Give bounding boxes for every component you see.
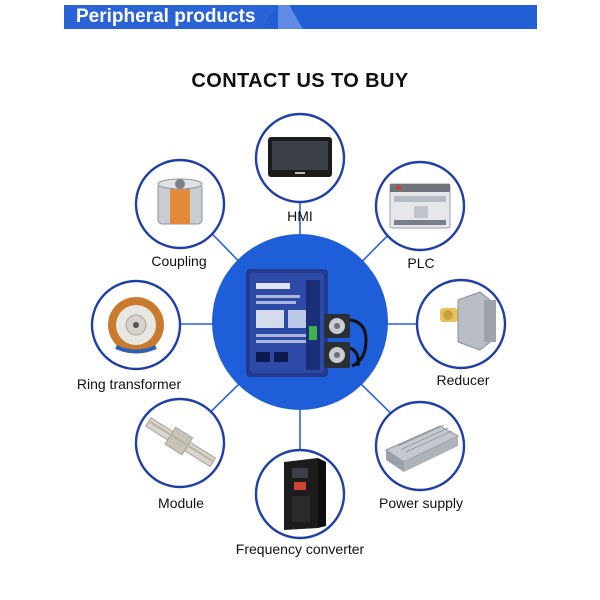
ring-transformer-icon [108,297,164,354]
page-heading: CONTACT US TO BUY [191,70,409,92]
power-supply-icon [384,424,460,472]
product-label-plc: PLC [407,255,435,271]
module-icon [144,417,217,468]
product-label-module: Module [158,495,204,511]
product-label-ring-transformer: Ring transformer [76,376,182,392]
stepper-motor-image [324,314,368,368]
reducer-icon [440,291,496,351]
product-label-hmi: HMI [287,208,313,224]
frequency-converter-icon [284,458,326,530]
product-label-reducer: Reducer [436,372,490,388]
product-label-power-supply: Power supply [378,495,464,511]
center-hub [212,234,388,410]
plc-icon [389,183,451,229]
stepper-driver-image [246,269,328,377]
product-label-frequency-converter: Frequency converter [235,541,365,557]
coupling-icon [157,178,203,225]
hmi-icon [268,137,332,177]
header-tab [64,5,278,29]
product-label-coupling: Coupling [151,253,207,269]
banner-title: Peripheral products [76,6,256,27]
